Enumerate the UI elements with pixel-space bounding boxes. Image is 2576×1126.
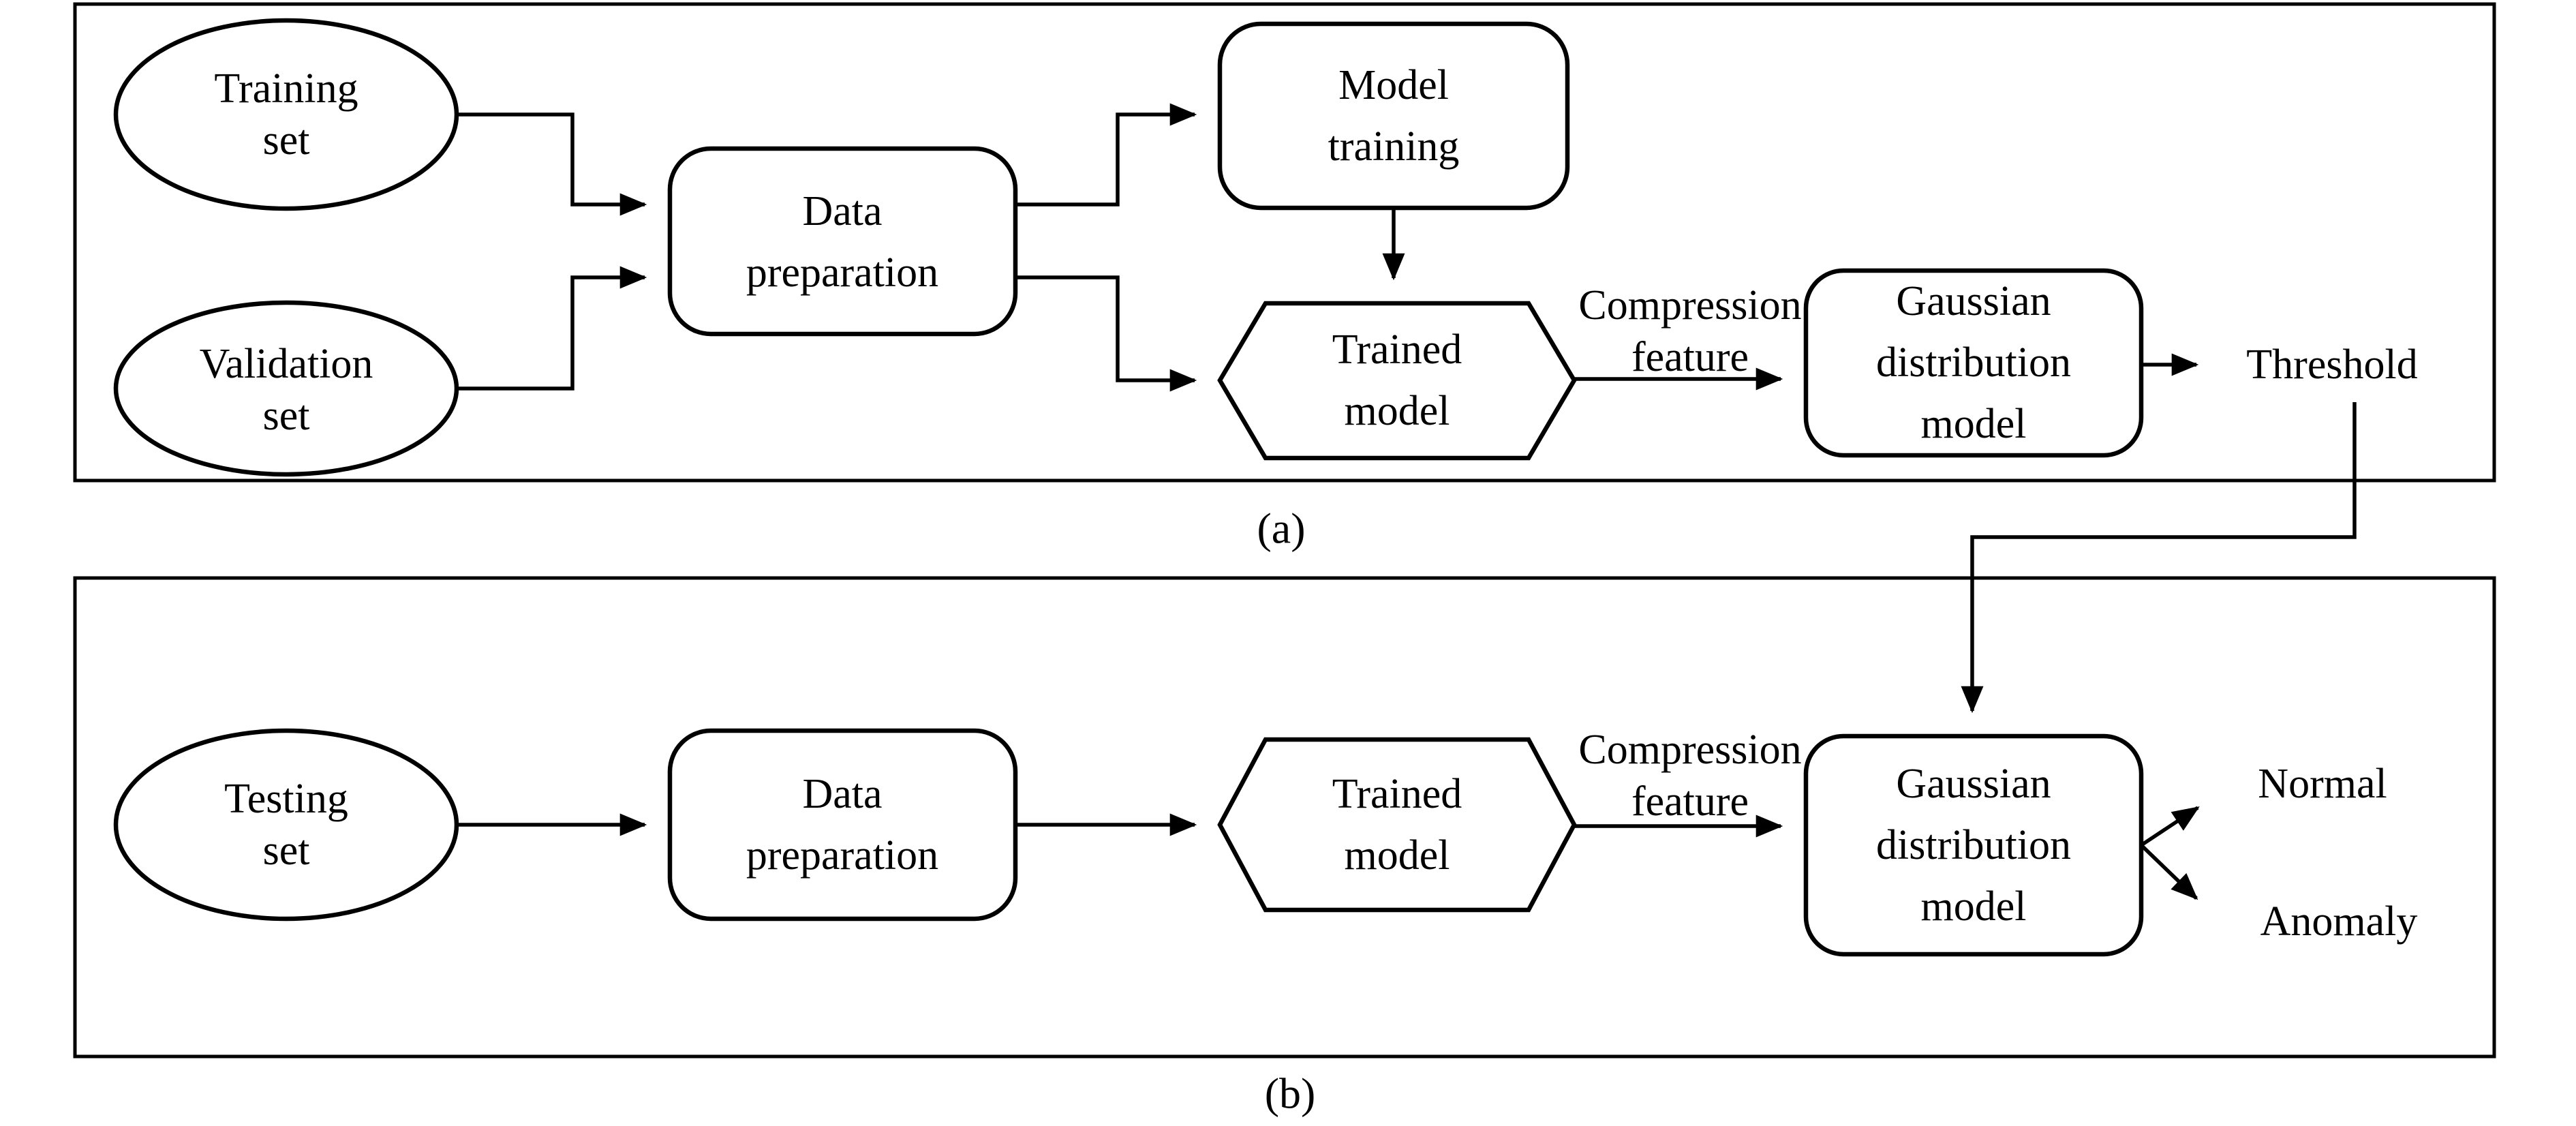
trained-model-a-hexagon	[1217, 301, 1577, 461]
section-b-caption: (b)	[1265, 1069, 1316, 1118]
model-training-box	[1217, 21, 1570, 211]
gaussian-model-a-label-line3: model	[1921, 401, 2027, 447]
edge-dataprep-to-modeltraining	[1015, 103, 1197, 207]
trained-model-b-label-line1: Trained	[1332, 771, 1462, 817]
testing-set-ellipse	[113, 728, 459, 922]
gaussian-model-b-label-line2: distribution	[1876, 822, 2071, 868]
data-preparation-a-box	[667, 146, 1018, 337]
section-a-border	[73, 2, 2496, 483]
validation-set-ellipse	[113, 300, 459, 477]
anomaly-label: Anomaly	[2260, 898, 2418, 945]
data-preparation-b-label-line2: preparation	[746, 832, 938, 879]
edge-dataprep-to-trainedmodel	[1015, 275, 1197, 392]
data-preparation-a-label-line2: preparation	[746, 249, 938, 296]
trained-model-a-label-line2: model	[1345, 388, 1450, 434]
normal-label: Normal	[2258, 761, 2387, 807]
training-set-label-line2: set	[263, 117, 310, 164]
edge-training-to-dataprep	[457, 112, 647, 216]
compression-feature-b-line1: Compression	[1578, 727, 1801, 773]
section-b-border	[73, 576, 2496, 1059]
gaussian-model-a-label-line1: Gaussian	[1896, 278, 2051, 324]
trained-model-b-label-line2: model	[1345, 832, 1450, 879]
edge-gaussian-to-anomaly	[2140, 844, 2198, 900]
training-set-label-line1: Training	[214, 65, 358, 112]
model-training-label-line2: training	[1328, 123, 1460, 170]
section-a: Training set Validation set Data prepara…	[73, 2, 2496, 714]
gaussian-model-a-box	[1803, 268, 2144, 458]
trained-model-b-hexagon	[1217, 737, 1577, 913]
gaussian-model-b-box	[1803, 733, 2144, 957]
compression-feature-a-line1: Compression	[1578, 282, 1801, 329]
model-training-label-line1: Model	[1338, 62, 1449, 108]
data-preparation-a-label-line1: Data	[802, 188, 882, 234]
validation-set-label-line2: set	[263, 393, 310, 439]
gaussian-model-a-label-line2: distribution	[1876, 339, 2071, 386]
data-preparation-b-label-line1: Data	[802, 771, 882, 817]
gaussian-model-b-label-line3: model	[1921, 883, 2027, 930]
trained-model-a-label-line1: Trained	[1332, 326, 1462, 373]
section-b: Testing set Data preparation Trained mod…	[73, 576, 2496, 1118]
edge-gaussian-to-normal	[2140, 806, 2200, 847]
data-preparation-b-box	[667, 728, 1018, 922]
compression-feature-a-line2: feature	[1631, 334, 1749, 380]
testing-set-label-line1: Testing	[224, 776, 348, 822]
gaussian-model-b-label-line1: Gaussian	[1896, 761, 2051, 807]
validation-set-label-line1: Validation	[200, 341, 373, 387]
edge-threshold-to-gaussian-b	[1961, 402, 2357, 714]
section-a-caption: (a)	[1257, 504, 1305, 553]
testing-set-label-line2: set	[263, 827, 310, 874]
threshold-label: Threshold	[2246, 341, 2417, 388]
edge-validation-to-dataprep	[457, 266, 647, 391]
training-set-ellipse	[113, 18, 459, 211]
compression-feature-b-line2: feature	[1631, 778, 1749, 825]
